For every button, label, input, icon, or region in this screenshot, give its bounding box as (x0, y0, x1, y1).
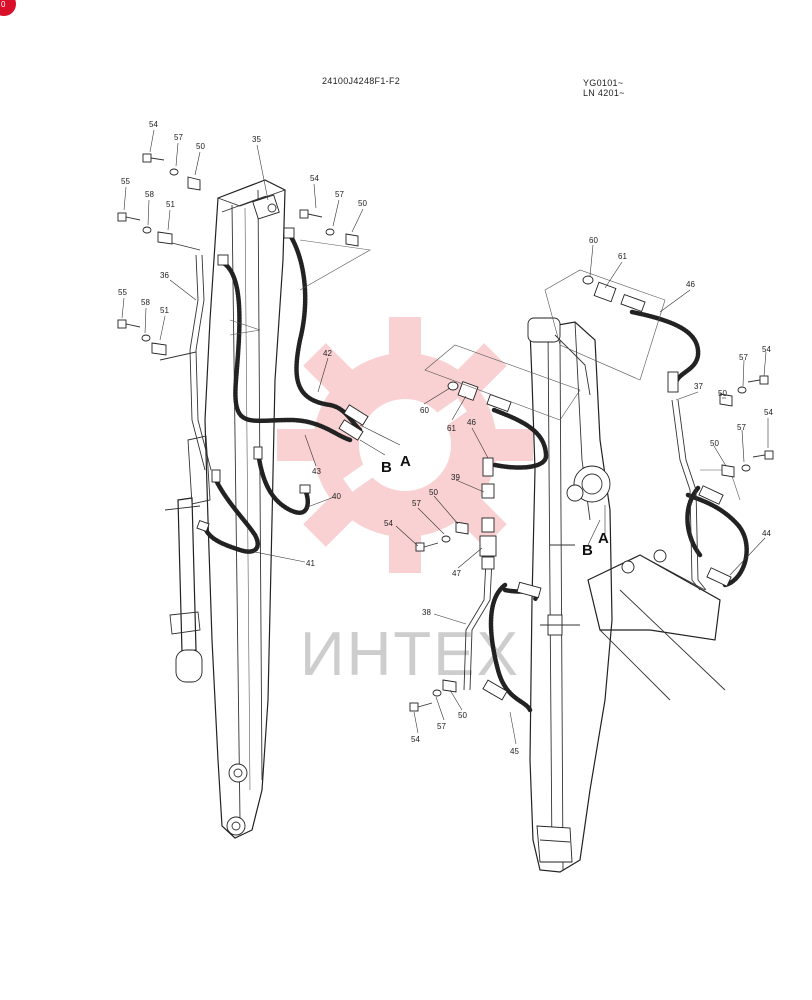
callout-50: 50 (196, 142, 205, 151)
callout-55: 55 (121, 177, 130, 186)
callout-54: 54 (764, 408, 773, 417)
serial-range-2: LN 4201~ (583, 88, 625, 98)
callout-54: 54 (762, 345, 771, 354)
callout-37: 37 (694, 382, 703, 391)
callout-36: 36 (160, 271, 169, 280)
callout-54: 54 (310, 174, 319, 183)
callout-39: 39 (451, 473, 460, 482)
callout-57: 57 (739, 353, 748, 362)
callout-58: 58 (145, 190, 154, 199)
callout-42: 42 (323, 349, 332, 358)
watermark-gear-icon (277, 317, 533, 573)
callout-47: 47 (452, 569, 461, 578)
bolt-55-icon (117, 212, 141, 222)
callout-55: 55 (118, 288, 127, 297)
callout-54: 54 (411, 735, 420, 744)
serial-range-1: YG0101~ (583, 78, 624, 88)
corner-badge-text: 0 (1, 0, 6, 9)
watermark (277, 317, 533, 573)
callout-50: 50 (718, 389, 727, 398)
bolt-54-icon (142, 153, 165, 163)
left-arm-assembly (117, 129, 401, 839)
callout-57: 57 (437, 722, 446, 731)
callout-40: 40 (332, 492, 341, 501)
washer-57-icon (169, 168, 179, 176)
callout-46: 46 (686, 280, 695, 289)
callout-44: 44 (762, 529, 771, 538)
callout-60: 60 (420, 406, 429, 415)
callout-35: 35 (252, 135, 261, 144)
view-label-a: A (598, 530, 609, 547)
callout-54: 54 (384, 519, 393, 528)
callout-41: 41 (306, 559, 315, 568)
right-arm-assembly (395, 244, 774, 873)
view-label-b: B (381, 459, 392, 476)
callout-61: 61 (447, 424, 456, 433)
callout-61: 61 (618, 252, 627, 261)
callout-58: 58 (141, 298, 150, 307)
callout-50: 50 (358, 199, 367, 208)
callout-50: 50 (710, 439, 719, 448)
callout-46: 46 (467, 418, 476, 427)
drawing-code: 24100J4248F1-F2 (322, 76, 401, 86)
callout-57: 57 (174, 133, 183, 142)
callout-45: 45 (510, 747, 519, 756)
watermark-text: ИНТЕХ (300, 620, 520, 689)
callout-labels: 54 57 50 35 55 58 51 54 57 50 36 55 58 5… (118, 120, 773, 756)
callout-57: 57 (737, 423, 746, 432)
callout-43: 43 (312, 467, 321, 476)
view-label-b: B (582, 542, 593, 559)
callout-51: 51 (166, 200, 175, 209)
corner-badge: 0 (0, 0, 16, 16)
view-label-a: A (400, 453, 411, 470)
callout-57: 57 (335, 190, 344, 199)
callout-57: 57 (412, 499, 421, 508)
callout-60: 60 (589, 236, 598, 245)
callout-38: 38 (422, 608, 431, 617)
clamp-50-icon (187, 176, 201, 191)
callout-50: 50 (458, 711, 467, 720)
callout-51: 51 (160, 306, 169, 315)
callout-54: 54 (149, 120, 158, 129)
callout-50: 50 (429, 488, 438, 497)
